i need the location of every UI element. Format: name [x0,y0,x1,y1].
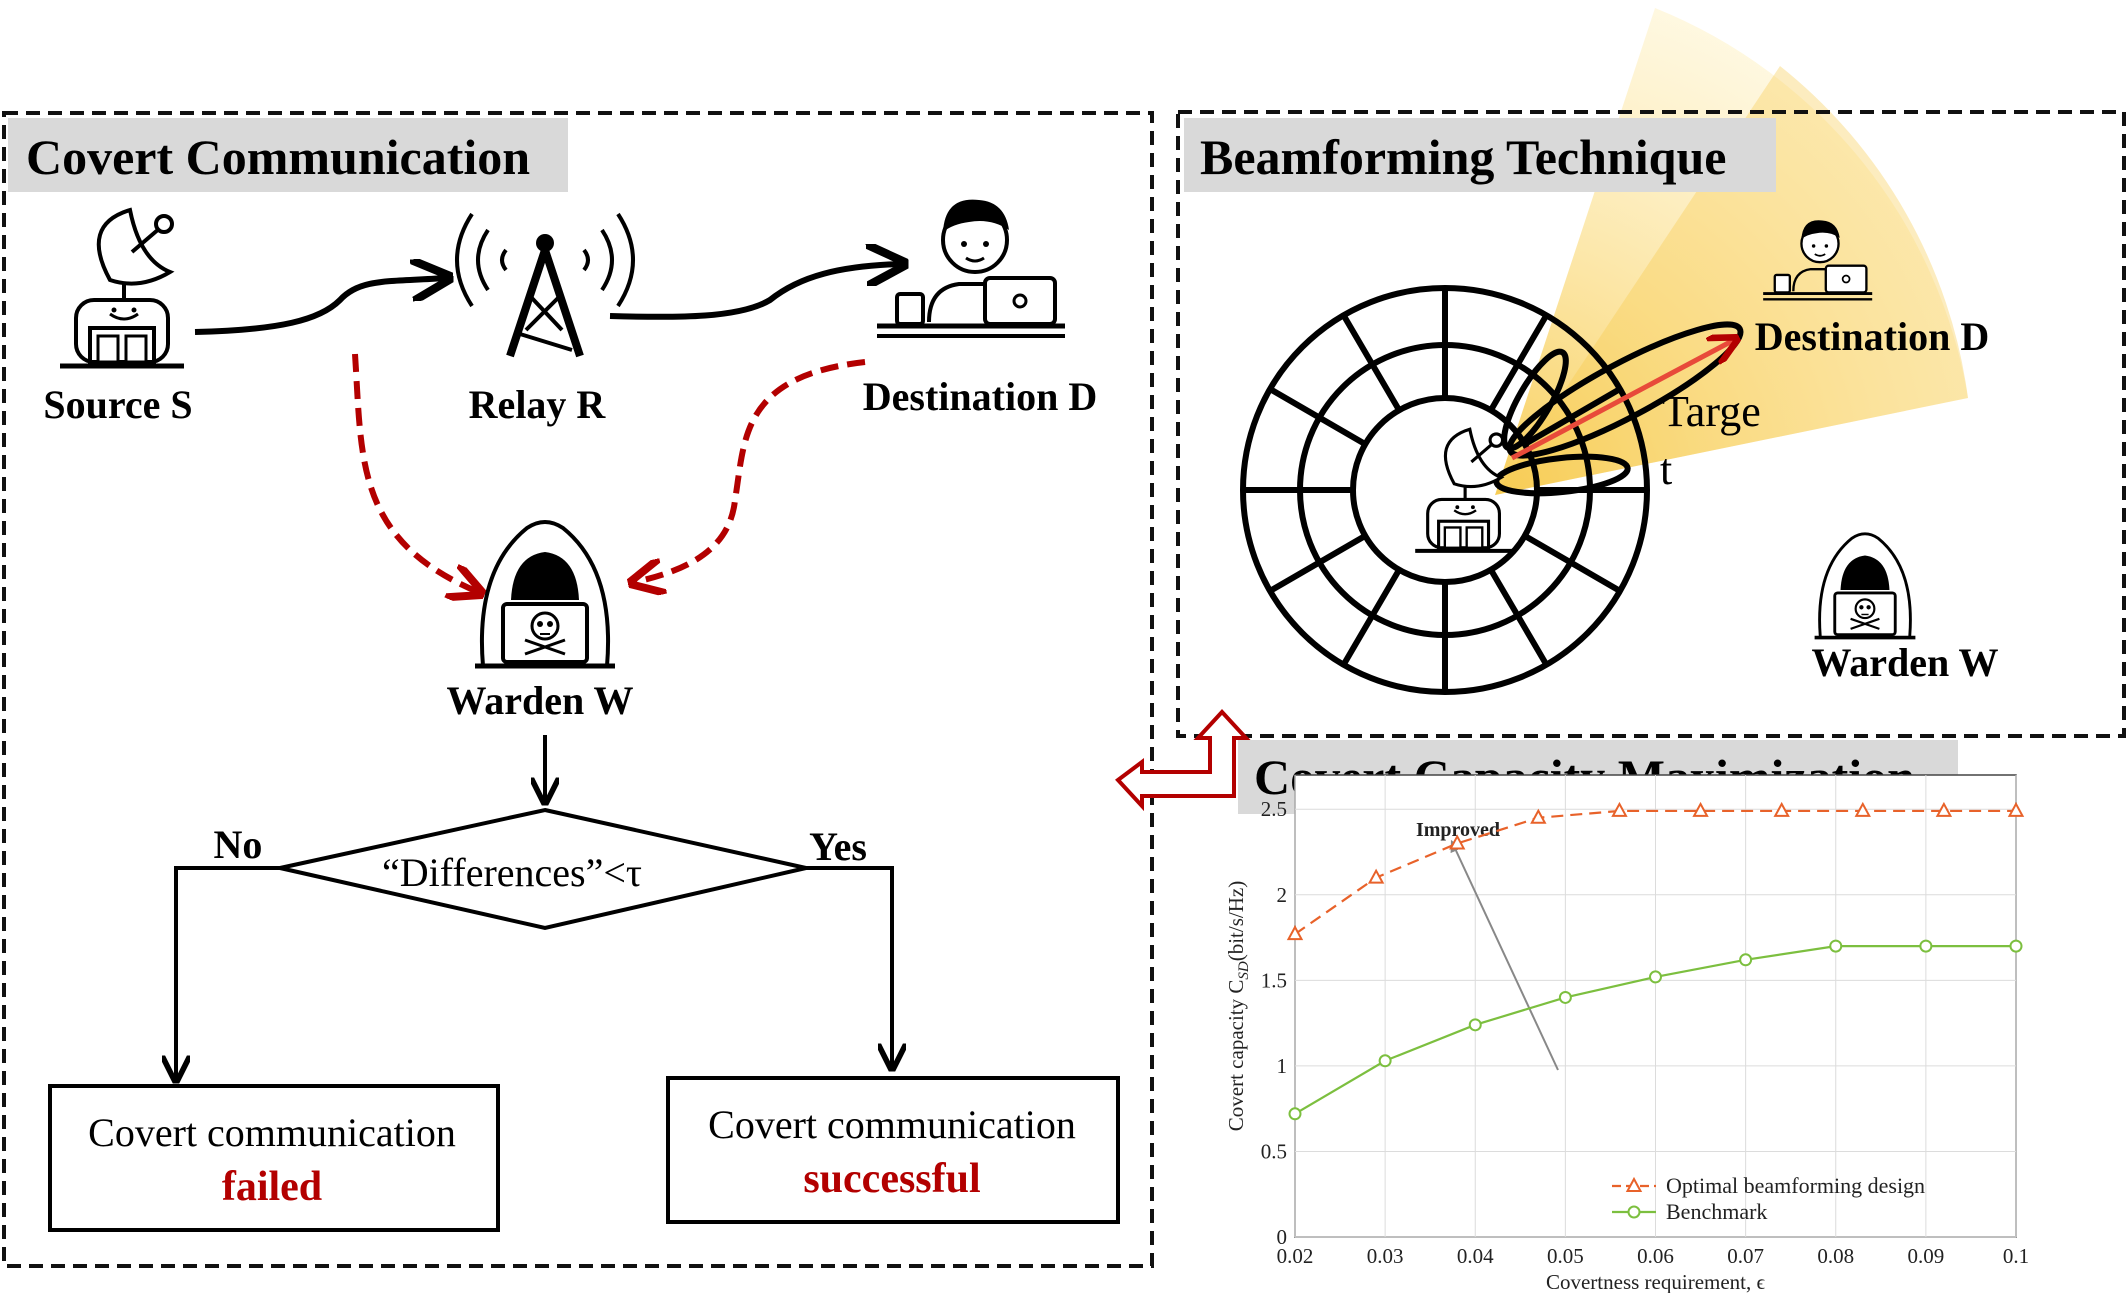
x-tick-label: 0.09 [1908,1244,1945,1268]
no-branch-arrow [176,866,280,1078]
benchmark-data-point [1919,939,1933,953]
destination-label: Destination D [863,374,1097,419]
target-label: Targe [1662,387,1761,436]
hacker-icon [1812,532,1918,640]
optimal-data-point [2007,801,2025,817]
source-to-relay-arrow [194,278,445,335]
capacity-chart: 0.02 0.03 0.04 0.05 0.06 0.07 0.08 0.09 0.1 0 0.5 1… [1224,774,2029,1293]
yes-label: Yes [809,824,867,869]
user-laptop-icon [877,200,1065,336]
source-to-warden-dashed-arrow [352,353,478,592]
beam-inner-sector [1495,66,1968,495]
failed-outcome-box [48,1084,500,1232]
beamforming-panel: Beamforming Technique Targe t [1176,8,2126,738]
x-tick-label: 0.04 [1457,1244,1494,1268]
y-axis-label: Covert capacity CSD(bit/s/Hz) [1224,881,1252,1131]
decision-text: “Differences”<τ [382,850,642,895]
beamforming-frame [1176,110,2126,738]
legend-label: Optimal beamforming design [1666,1173,1925,1198]
benchmark-data-point [2009,939,2023,953]
legend-marker [1625,1176,1643,1192]
optimal-data-point [1773,801,1790,817]
relay-tower-icon [455,212,635,358]
satellite-dish-icon [60,210,184,366]
no-label: No [214,822,263,867]
benchmark-data-point [1649,970,1662,984]
optimal-data-point [1611,801,1628,817]
successful-outcome-box [666,1076,1120,1224]
decision-diamond [279,807,807,931]
beamforming-title: Beamforming Technique [1200,129,1726,185]
beamforming-header-bg [1184,118,1776,192]
covert-communication-title: Covert Communication [26,129,530,185]
legend-label: Benchmark [1666,1199,1767,1224]
optimal-data-point [1530,808,1547,824]
capacity-panel: Covert Capacity Maximization 0.020.030.0… [1224,740,2029,1293]
yes-branch-arrow [806,866,892,1066]
optimal-data-point [1286,925,1304,941]
failed-outcome-text: Covert communication [88,1110,456,1155]
x-tick-label: 0.06 [1637,1244,1674,1268]
relay-label: Relay R [469,382,607,427]
destination-to-warden-dashed-arrow [635,359,866,582]
beamforming-warden-label: Warden W [1811,640,1998,685]
legend-marker [1627,1205,1641,1219]
relay-to-destination-arrow [609,264,900,320]
target-direction-arrow [1510,340,1734,461]
successful-outcome-text: Covert communication [708,1102,1076,1147]
failed-outcome-status: failed [222,1164,322,1210]
covert-communication-panel: Covert Communication Source S Relay R De… [2,111,1154,1268]
benchmark-data-point [1378,1054,1392,1068]
warden-label: Warden W [446,678,633,723]
benchmark-data-point [1829,939,1843,953]
beam-lobes [1493,321,1744,497]
target-label-continuation: t [1660,445,1672,494]
benchmark-data-point [1558,990,1572,1004]
y-tick-label: 0.5 [1261,1139,1287,1163]
hacker-icon [475,522,615,666]
panel-link-arrow [1115,709,1251,812]
source-label: Source S [43,382,192,427]
successful-outcome-status: successful [803,1156,980,1202]
x-tick-label: 0.05 [1547,1244,1584,1268]
optimal-data-point [1449,834,1466,850]
optimal-data-point [1854,801,1871,817]
x-tick-label: 0.07 [1727,1244,1764,1268]
y-tick-label: 2.5 [1261,797,1287,821]
x-tick-label: 0.08 [1817,1244,1854,1268]
optimal-data-point [1692,801,1709,817]
optimal-data-point [1935,801,1953,817]
covert-communication-header-bg [8,118,568,192]
optimal-data-point [1367,868,1385,884]
y-tick-label: 2 [1277,883,1288,907]
benchmark-data-point [1288,1107,1302,1121]
y-tick-label: 0 [1277,1225,1288,1249]
x-tick-label: 0.1 [2003,1244,2029,1268]
y-tick-label: 1.5 [1261,968,1287,992]
benchmark-data-point [1739,953,1753,967]
x-tick-label: 0.02 [1277,1244,1314,1268]
covert-communication-frame [2,111,1154,1268]
y-tick-label: 1 [1277,1054,1288,1078]
beamforming-destination-label: Destination D [1755,314,1989,359]
improved-annotation-arrow [1450,839,1559,1071]
benchmark-data-point [1468,1018,1482,1032]
x-tick-label: 0.03 [1367,1244,1404,1268]
x-axis-label: Covertness requirement, ϵ [1546,1270,1766,1293]
optimal-series-line [1294,809,2016,936]
